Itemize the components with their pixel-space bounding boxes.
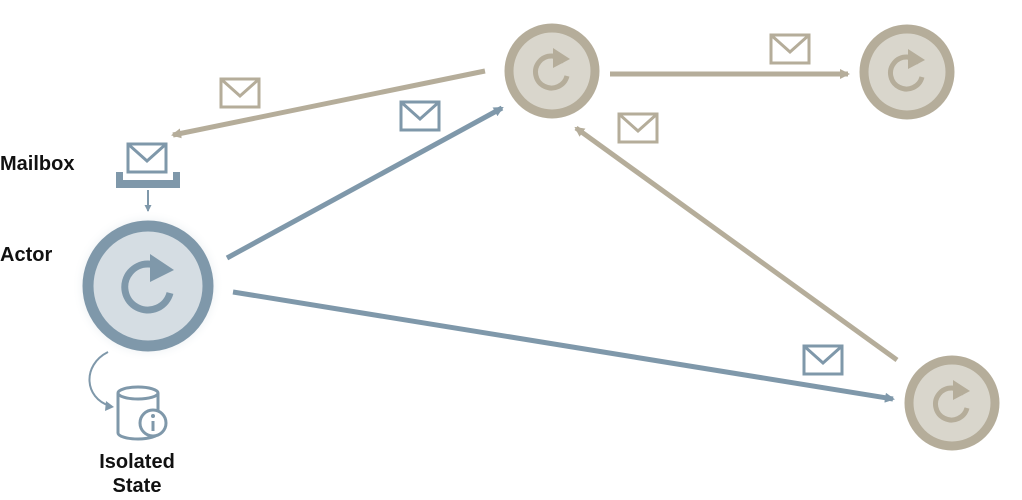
state-cycle-arrow <box>88 351 114 411</box>
envelope-icon <box>769 33 811 65</box>
envelope-icon <box>219 77 261 109</box>
isolated-state-label: Isolated State <box>99 451 175 497</box>
mailbox-label: Mailbox <box>0 153 75 175</box>
actor-node-main <box>72 210 224 362</box>
envelope-icon <box>802 344 844 376</box>
actor-node-right <box>859 24 955 120</box>
inbox-tray-icon <box>116 142 180 212</box>
message-arrow-actor-to-bottom-right <box>232 289 895 403</box>
actor-node-bottom-right <box>904 355 1000 451</box>
refresh-icon <box>533 48 570 91</box>
envelope-icon <box>617 112 659 144</box>
actor-node-top <box>504 23 600 119</box>
database-info-icon <box>116 385 168 441</box>
envelope-icon <box>399 100 441 132</box>
refresh-icon <box>888 49 925 92</box>
actor-label: Actor <box>0 244 53 266</box>
message-arrow-bottom-right-to-top <box>574 125 899 363</box>
refresh-icon <box>933 380 970 423</box>
message-arrow-actor-to-top <box>225 105 504 261</box>
refresh-icon <box>121 254 174 314</box>
message-arrow-top-to-mailbox <box>171 68 486 139</box>
